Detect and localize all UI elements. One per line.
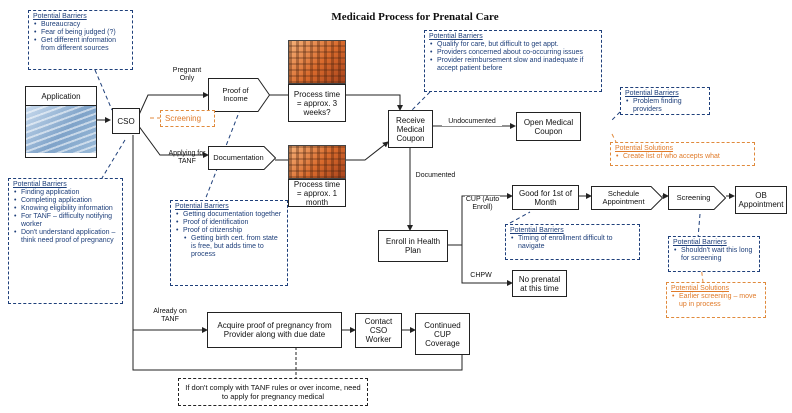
note-item: Qualify for care, but difficult to get a… <box>430 41 597 49</box>
note-barriers-top-right: Potential Barriers Problem finding provi… <box>620 87 710 115</box>
note-barriers-enrollment: Potential Barriers Timing of enrollment … <box>505 224 640 260</box>
note-heading: Potential Barriers <box>13 181 67 188</box>
note-item: Bureaucracy <box>34 21 128 29</box>
note-heading: Potential Barriers <box>175 203 229 210</box>
label-applying-tanf: Applying for TANF <box>168 150 206 165</box>
note-item: Fear of being judged (?) <box>34 29 128 37</box>
label-pregnant-only: Pregnant Only <box>172 67 202 83</box>
note-item: Getting documentation together <box>176 211 283 219</box>
note-item: Provider reimbursement slow and inadequa… <box>430 57 597 73</box>
note-screening-orange: Screening <box>160 110 215 127</box>
node-enroll: Enroll in Health Plan <box>378 230 448 262</box>
node-schedule-label: Schedule Appointment <box>602 188 645 206</box>
note-item: Timing of enrollment difficult to naviga… <box>511 235 635 251</box>
note-heading: Potential Barriers <box>625 90 679 97</box>
note-item: Shouldn't wait this long for screening <box>674 247 755 263</box>
note-barriers-screening: Potential Barriers Shouldn't wait this l… <box>668 236 760 272</box>
note-barriers-documentation: Potential Barriers Getting documentation… <box>170 200 288 286</box>
note-barriers-top-center: Potential Barriers Qualify for care, but… <box>424 30 602 92</box>
node-proof-of-income: Proof of Income <box>208 78 270 112</box>
note-item: Create list of who accepts what <box>616 153 750 161</box>
note-heading: Potential Barriers <box>33 13 87 20</box>
note-heading: Potential Barriers <box>429 33 483 40</box>
note-item: Problem finding providers <box>626 98 705 114</box>
note-heading: Potential Barriers <box>673 239 727 246</box>
note-item: Get different information from different… <box>34 37 128 53</box>
node-application: Application <box>25 86 97 158</box>
node-continued-cup: Continued CUP Coverage <box>415 313 470 355</box>
note-item: For TANF – difficulty notifying worker <box>14 213 118 229</box>
note-item: Proof of identification <box>176 219 283 227</box>
note-bottom-tanf: If don't comply with TANF rules or over … <box>178 378 368 406</box>
node-process-time-3: Process time = approx. 3 weeks? <box>288 84 346 122</box>
calendar-photo-1 <box>288 40 346 84</box>
node-schedule: Schedule Appointment <box>591 186 663 210</box>
note-item: Providers concerned about co-occurring i… <box>430 49 597 57</box>
diagram-title: Medicaid Process for Prenatal Care <box>331 11 499 23</box>
note-subitem: Getting birth cert. from state is free, … <box>183 235 283 259</box>
node-screening: Screening <box>668 186 726 210</box>
note-item: Completing application <box>14 197 118 205</box>
node-process-time-1: Process time = approx. 1 month <box>288 179 346 207</box>
label-already-tanf: Already on TANF <box>153 308 187 323</box>
note-solutions-screening: Potential Solutions Earlier screening – … <box>666 282 766 318</box>
node-receive-coupon: Receive Medical Coupon <box>388 110 433 148</box>
label-undocumented: Undocumented <box>442 118 502 126</box>
application-form-image <box>26 106 96 153</box>
note-heading: Potential Solutions <box>615 145 673 152</box>
note-item: Knowing eligibility information <box>14 205 118 213</box>
note-item: Finding application <box>14 189 118 197</box>
node-documentation: Documentation <box>208 146 276 170</box>
node-application-label: Application <box>26 87 96 106</box>
node-documentation-label: Documentation <box>213 152 264 162</box>
calendar-photo-2 <box>288 145 346 179</box>
node-good-for-1st: Good for 1st of Month <box>512 185 579 210</box>
node-acquire-proof: Acquire proof of pregnancy from Provider… <box>207 312 342 348</box>
node-proof-of-income-label: Proof of Income <box>222 85 249 103</box>
note-heading: Potential Barriers <box>510 227 564 234</box>
node-no-prenatal: No prenatal at this time <box>512 270 567 297</box>
label-chpw: CHPW <box>466 272 496 280</box>
label-documented: Documented <box>413 172 458 180</box>
note-item: Proof of citizenship <box>176 227 283 235</box>
node-ob-appointment: OB Appointment <box>735 186 787 214</box>
note-heading: Potential Solutions <box>671 285 729 292</box>
note-item: Don't understand application – think nee… <box>14 229 118 245</box>
node-contact-cso: Contact CSO Worker <box>355 313 402 348</box>
label-cup: CUP (Auto Enroll) <box>465 196 500 212</box>
note-barriers-top-left: Potential Barriers Bureaucracy Fear of b… <box>28 10 133 70</box>
node-screening-label: Screening <box>676 192 711 202</box>
note-item: Earlier screening – move up in process <box>672 293 761 309</box>
note-barriers-left: Potential Barriers Finding application C… <box>8 178 123 304</box>
note-solutions-right: Potential Solutions Create list of who a… <box>610 142 755 166</box>
node-cso: CSO <box>112 108 140 134</box>
node-good-for-1st-label: Good for 1st of Month <box>519 188 572 207</box>
node-open-coupon: Open Medical Coupon <box>516 112 581 141</box>
